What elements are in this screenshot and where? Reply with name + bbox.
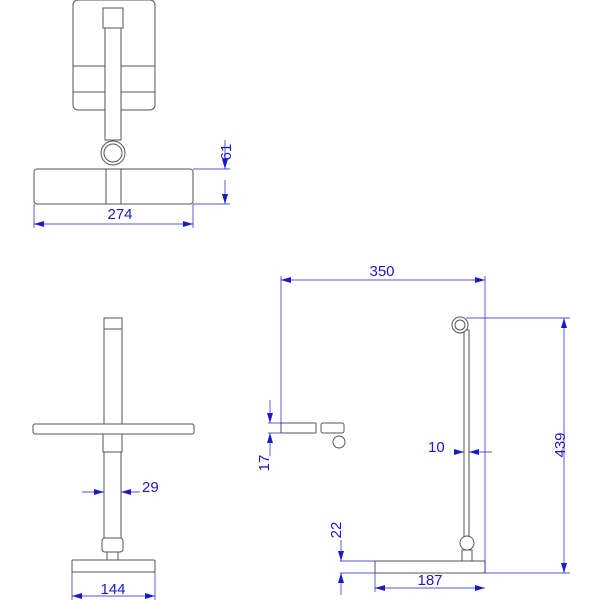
lamp-head (280, 422, 317, 434)
arm (104, 9, 122, 141)
head-joint (332, 435, 346, 449)
reach-label: 350 (369, 263, 394, 280)
base-height-label: 22 (328, 522, 345, 539)
head-clip (102, 433, 123, 453)
pole-width-label: 10 (428, 439, 445, 456)
joint (101, 537, 124, 553)
base (33, 168, 194, 205)
height-label: 61 (218, 144, 235, 161)
base-width-label: 144 (100, 581, 125, 598)
head-clip (102, 7, 124, 29)
side-view: 350 439 10 17 22 187 (256, 263, 570, 595)
base (71, 559, 156, 573)
base-depth-label: 187 (417, 572, 442, 589)
stem-width-label: 29 (142, 479, 159, 496)
joint (100, 140, 126, 166)
head-thickness-label: 17 (256, 455, 273, 472)
pole (463, 329, 470, 541)
base-joint (459, 535, 475, 551)
top-joint (451, 316, 469, 334)
height-label: 439 (552, 432, 569, 457)
width-label: 274 (107, 206, 132, 223)
lamp-head (32, 423, 195, 435)
front-view: 29 144 (32, 317, 195, 600)
top-view: 274 61 (33, 0, 235, 228)
upper-arm (103, 317, 123, 425)
